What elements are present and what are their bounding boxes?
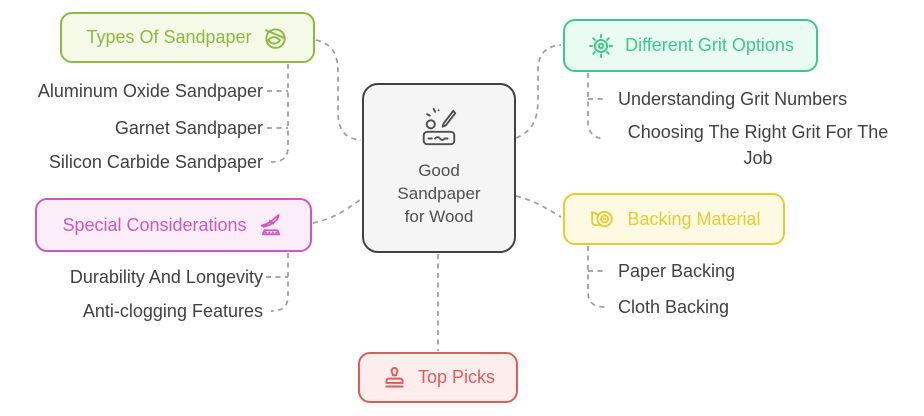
central-node[interactable]: Good Sandpaper for Wood	[362, 83, 516, 253]
central-line-2: Sandpaper	[397, 184, 481, 204]
branch-toppicks-label: Top Picks	[417, 367, 496, 387]
branch-types-of-sandpaper[interactable]: Types Of Sandpaper	[60, 12, 315, 63]
wood-carving-icon	[416, 107, 462, 154]
branch-top-picks[interactable]: Top Picks	[358, 352, 518, 403]
leaf-paper-backing[interactable]: Paper Backing	[618, 261, 736, 281]
branch-backing-material[interactable]: Backing Material	[563, 193, 785, 245]
leaf-garnet-sandpaper[interactable]: Garnet Sandpaper	[114, 118, 263, 138]
leaf-choosing-right-grit[interactable]: Choosing The Right Grit For The Job	[627, 122, 889, 168]
central-node-title: Good Sandpaper for Wood	[397, 160, 480, 229]
leaf-understanding-grit-numbers[interactable]: Understanding Grit Numbers	[618, 89, 848, 109]
leaf-aluminum-oxide-sandpaper[interactable]: Aluminum Oxide Sandpaper	[37, 81, 263, 101]
leaf-anti-clogging-features[interactable]: Anti-clogging Features	[82, 301, 263, 321]
stamp-icon	[381, 364, 408, 391]
leaf-cloth-backing[interactable]: Cloth Backing	[618, 297, 730, 317]
gear-sun-icon	[587, 32, 615, 60]
branch-special-label: Special Considerations	[62, 214, 247, 235]
central-line-3: for Wood	[404, 206, 474, 226]
leaf-durability-and-longevity[interactable]: Durability And Longevity	[69, 267, 263, 287]
branch-special-considerations[interactable]: Special Considerations	[35, 198, 312, 252]
leaf-silicon-carbide-sandpaper[interactable]: Silicon Carbide Sandpaper	[48, 152, 263, 172]
branch-different-grit-options[interactable]: Different Grit Options	[563, 19, 818, 72]
tape-roll-icon	[587, 205, 617, 233]
branch-grit-label: Different Grit Options	[625, 35, 794, 55]
branch-types-label: Types Of Sandpaper	[86, 27, 252, 47]
sphere-icon	[262, 24, 289, 51]
central-line-1: Good	[418, 161, 460, 181]
branch-backing-label: Backing Material	[627, 208, 761, 229]
plane-takeoff-icon	[257, 211, 285, 239]
